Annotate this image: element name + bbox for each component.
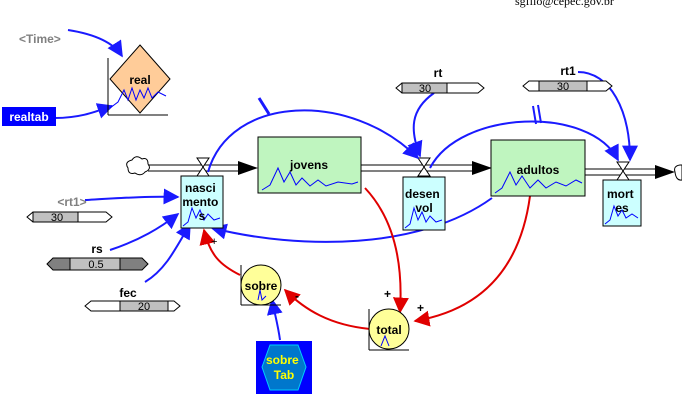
source-cloud (126, 156, 150, 176)
real-node[interactable]: real (107, 44, 171, 116)
valve-mortes (616, 161, 630, 181)
flow-arrow-head (655, 165, 675, 179)
adultos-label: adultos (517, 163, 560, 177)
slider-rs-label: rs (91, 242, 103, 256)
slider-fec-value: 20 (138, 301, 150, 313)
slider-rt-label: rt (434, 66, 443, 80)
valve-nascimentos (196, 157, 210, 177)
slider-rs-value: 0.5 (88, 259, 103, 271)
valve-desenvol (417, 157, 431, 177)
slider-rt1-shadow-label: <rt1> (57, 195, 86, 209)
slider-rt1-shadow[interactable]: <rt1> 30 (26, 195, 113, 224)
total-aux[interactable]: total (368, 308, 410, 351)
flow-arrow-head (238, 161, 258, 175)
nascimentos-label: nasci mento s (182, 181, 221, 223)
sobre-label: sobre (245, 279, 278, 293)
adultos-stock[interactable]: adultos (490, 139, 586, 197)
total-label: total (376, 323, 401, 337)
desenvol-rate[interactable]: desen vol (402, 176, 446, 231)
desenvol-label: desen vol (405, 187, 443, 215)
polarity-plus: + (211, 236, 217, 248)
slider-rt[interactable]: rt 30 (395, 66, 485, 95)
realtab-label: realtab (9, 110, 48, 124)
flow-arrow-head (472, 161, 492, 175)
nascimentos-rate[interactable]: nasci mento s (180, 175, 224, 229)
real-label: real (129, 73, 150, 87)
mortes-label: mort es (607, 187, 637, 215)
flow-pipes (126, 156, 682, 181)
slider-rs[interactable]: rs 0.5 (46, 242, 149, 271)
sobre-tab-node[interactable]: sobre Tab (256, 341, 312, 394)
sobre-tab-label: sobre Tab (266, 353, 302, 382)
slider-fec-label: fec (119, 286, 137, 300)
polarity-plus: + (417, 301, 424, 315)
time-label: <Time> (19, 32, 61, 46)
slider-rt1[interactable]: rt1 30 (522, 64, 613, 93)
email-text: sgflio@cepec.gov.br (515, 0, 614, 8)
mortes-rate[interactable]: mort es (602, 179, 642, 227)
slider-rt-value: 30 (419, 83, 431, 95)
slider-fec[interactable]: fec 20 (84, 286, 181, 313)
slider-rt1-value: 30 (557, 81, 569, 93)
sobre-aux[interactable]: sobre (240, 264, 282, 306)
sink-cloud (674, 164, 682, 181)
delay-mark (257, 97, 271, 115)
slider-rt1-shadow-value: 30 (51, 212, 63, 224)
polarity-plus: + (384, 287, 391, 301)
red-links (199, 187, 531, 330)
polarity-minus: - (295, 289, 299, 303)
realtab-node[interactable]: realtab (2, 107, 56, 126)
blue-links (54, 29, 638, 341)
jovens-label: jovens (289, 158, 328, 172)
jovens-stock[interactable]: jovens (257, 136, 362, 194)
slider-rt1-label: rt1 (560, 64, 576, 78)
